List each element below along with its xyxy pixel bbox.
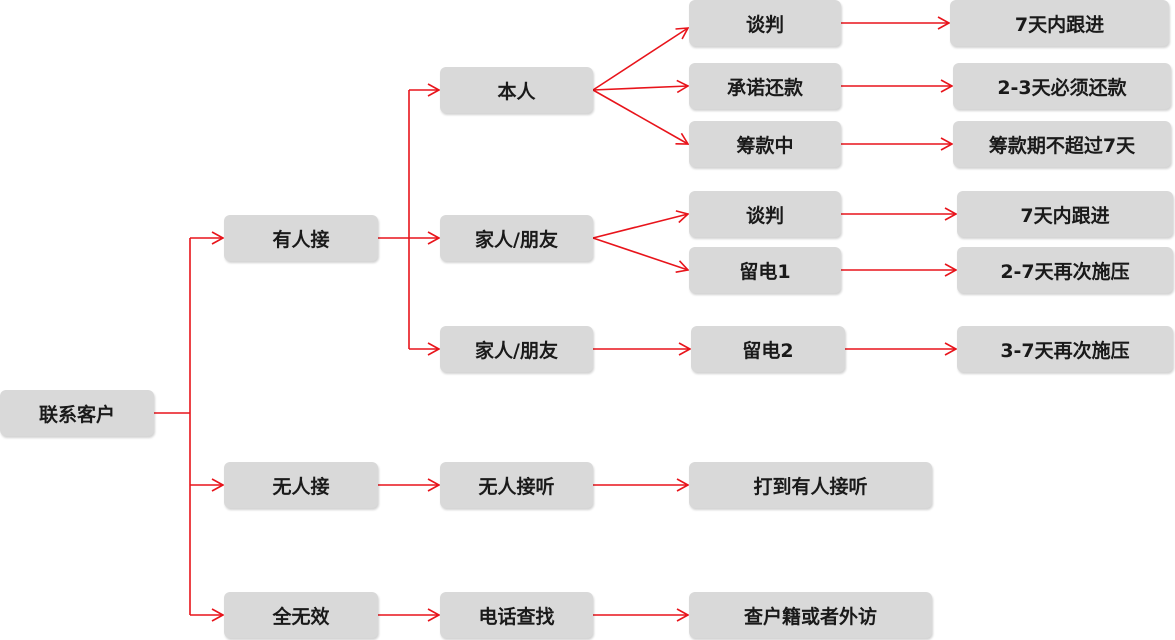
node-family-friends-2: 家人/朋友 bbox=[440, 326, 593, 372]
node-family-friends-1: 家人/朋友 bbox=[440, 215, 593, 261]
node-raising-period: 筹款期不超过7天 bbox=[953, 121, 1171, 167]
node-follow-up-7-days-self: 7天内跟进 bbox=[950, 0, 1169, 46]
node-phone-search: 电话查找 bbox=[440, 592, 593, 638]
connector-root-trunk bbox=[154, 238, 191, 615]
node-answered: 有人接 bbox=[224, 215, 378, 261]
node-check-registry-or-visit: 查户籍或者外访 bbox=[689, 592, 932, 638]
connector-answered-trunk bbox=[378, 90, 410, 349]
arrow-self-to-negotiate bbox=[592, 27, 690, 91]
node-pressure-2-7-days: 2-7天再次施压 bbox=[957, 247, 1173, 293]
node-no-one-answering: 无人接听 bbox=[440, 462, 593, 508]
arrow-self-to-raising bbox=[592, 89, 690, 145]
arrow-family-1-to-negotiate bbox=[592, 210, 690, 239]
node-pressure-3-7-days: 3-7天再次施压 bbox=[957, 326, 1173, 372]
node-repay-2-3-days: 2-3天必须还款 bbox=[953, 63, 1171, 109]
node-follow-up-7-days-family: 7天内跟进 bbox=[957, 191, 1173, 237]
node-family-leave-message-1: 留电1 bbox=[689, 247, 841, 293]
node-self-raising-funds: 筹款中 bbox=[689, 121, 841, 167]
node-contact-customer: 联系客户 bbox=[0, 390, 154, 436]
arrow-family-1-to-message-1 bbox=[592, 237, 690, 273]
node-self-negotiate: 谈判 bbox=[689, 0, 841, 46]
node-reach-someone: 打到有人接听 bbox=[689, 462, 932, 508]
node-invalid: 全无效 bbox=[224, 592, 378, 638]
node-no-answer: 无人接 bbox=[224, 462, 378, 508]
arrow-self-to-promise bbox=[592, 79, 690, 94]
node-family-leave-message-2: 留电2 bbox=[691, 326, 845, 372]
node-self-promise-repay: 承诺还款 bbox=[689, 63, 841, 109]
node-family-negotiate: 谈判 bbox=[689, 191, 841, 237]
node-self: 本人 bbox=[440, 67, 593, 113]
